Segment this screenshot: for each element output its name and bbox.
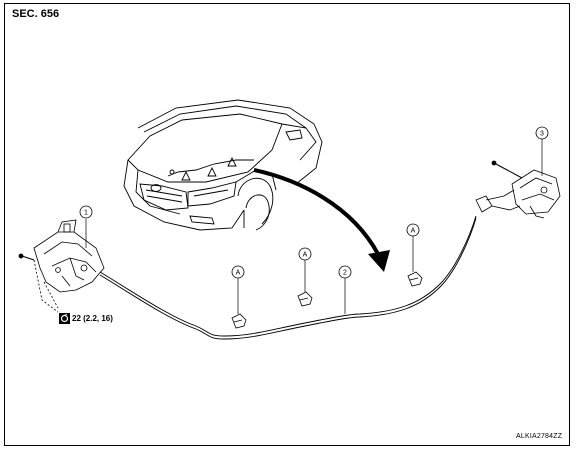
callout-1: 1 <box>79 205 93 219</box>
figure-id: ALKIA2784ZZ <box>516 433 563 440</box>
clip <box>297 291 313 307</box>
callout-a: A <box>298 247 312 261</box>
release-handle-assembly <box>475 160 561 219</box>
torque-spec: 22 (2.2, 16) <box>72 314 113 323</box>
callout-label: 2 <box>343 270 347 277</box>
clip <box>407 271 423 287</box>
callout-label: 3 <box>540 131 544 138</box>
hood-lock-assembly <box>18 219 105 313</box>
callout-3: 3 <box>535 126 549 140</box>
callout-2: 2 <box>338 265 352 279</box>
callout-label: A <box>303 252 308 259</box>
callout-a: A <box>406 223 420 237</box>
vehicle-illustration <box>123 99 323 231</box>
callout-a: A <box>231 265 245 279</box>
diagram-frame <box>4 3 570 446</box>
callout-label: 1 <box>84 210 88 217</box>
callout-leaders <box>85 139 543 314</box>
clip <box>231 313 247 329</box>
callout-label: A <box>411 228 416 235</box>
callout-label: A <box>236 270 241 277</box>
curved-arrow-icon <box>253 168 390 272</box>
section-label: SEC. 656 <box>12 8 60 20</box>
torque-wrench-icon <box>59 313 70 324</box>
release-cable <box>99 215 477 340</box>
